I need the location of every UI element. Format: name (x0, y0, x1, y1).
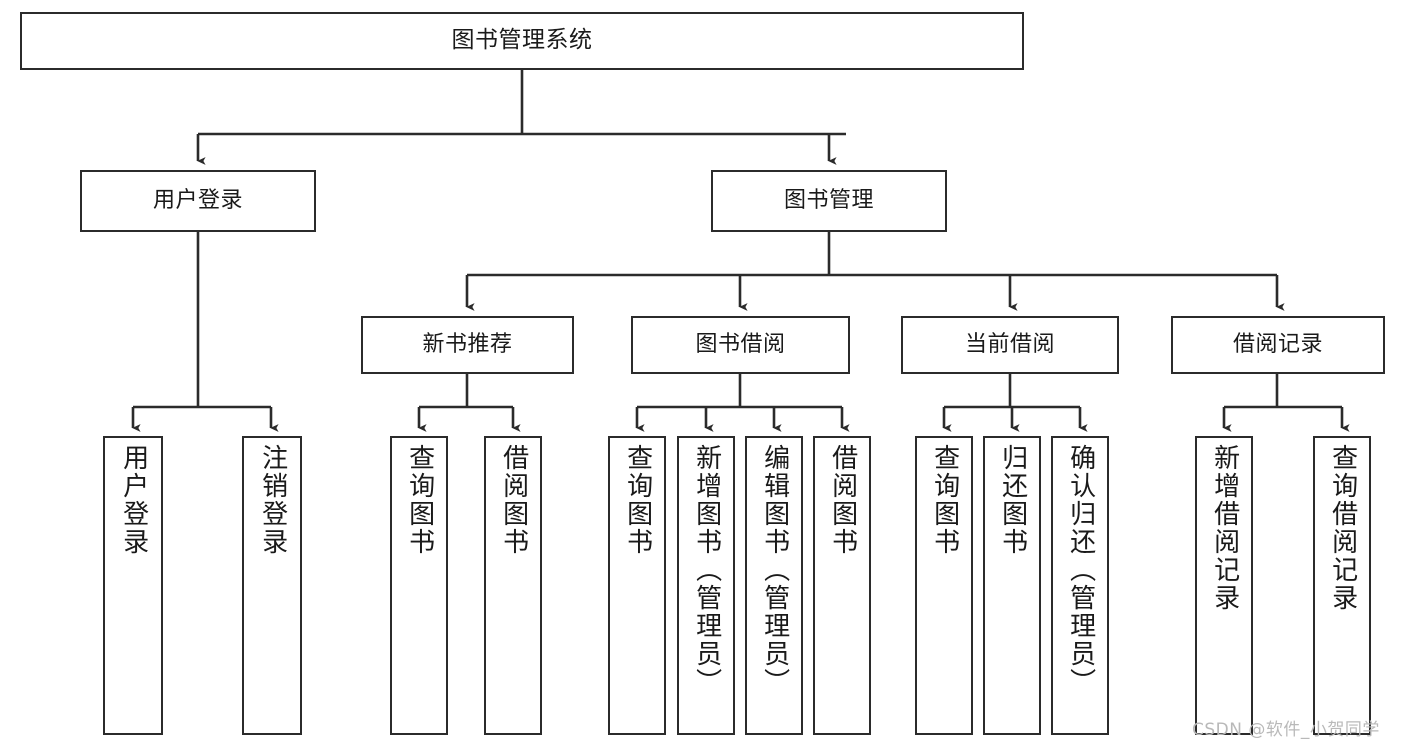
node-new-book-rec[interactable]: 新书推荐 (361, 316, 574, 374)
node-user-login-label: 用户登录 (152, 188, 243, 214)
node-book-manage[interactable]: 图书管理 (711, 170, 947, 232)
node-root-label: 图书管理系统 (451, 27, 593, 54)
node-leaf-user-logout-label: 注销登录 (257, 444, 288, 556)
node-leaf-add-book[interactable]: 新增图书（管理员） (677, 436, 735, 735)
node-borrow-record[interactable]: 借阅记录 (1171, 316, 1385, 374)
node-borrow-record-label: 借阅记录 (1232, 332, 1323, 358)
node-leaf-edit-book-label: 编辑图书（管理员） (759, 444, 790, 696)
node-leaf-query-book-1-label: 查询图书 (404, 444, 435, 556)
node-leaf-confirm-return[interactable]: 确认归还（管理员） (1051, 436, 1109, 735)
node-leaf-query-record[interactable]: 查询借阅记录 (1313, 436, 1371, 735)
node-leaf-add-record[interactable]: 新增借阅记录 (1195, 436, 1253, 735)
node-leaf-borrow-book-2[interactable]: 借阅图书 (813, 436, 871, 735)
node-leaf-borrow-book-1-label: 借阅图书 (498, 444, 529, 556)
node-leaf-user-logout[interactable]: 注销登录 (242, 436, 302, 735)
node-user-login[interactable]: 用户登录 (80, 170, 316, 232)
node-leaf-query-book-3[interactable]: 查询图书 (915, 436, 973, 735)
node-leaf-return-book[interactable]: 归还图书 (983, 436, 1041, 735)
node-book-borrow[interactable]: 图书借阅 (631, 316, 850, 374)
node-leaf-borrow-book-1[interactable]: 借阅图书 (484, 436, 542, 735)
node-leaf-query-book-1[interactable]: 查询图书 (390, 436, 448, 735)
node-leaf-query-book-2-label: 查询图书 (622, 444, 653, 556)
node-new-book-rec-label: 新书推荐 (422, 332, 513, 358)
node-leaf-return-book-label: 归还图书 (997, 444, 1028, 556)
node-current-borrow-label: 当前借阅 (964, 332, 1055, 358)
node-leaf-add-book-label: 新增图书（管理员） (691, 444, 722, 696)
node-leaf-confirm-return-label: 确认归还（管理员） (1065, 444, 1096, 696)
node-root[interactable]: 图书管理系统 (20, 12, 1024, 70)
node-book-manage-label: 图书管理 (783, 188, 874, 214)
watermark-text: CSDN @软件_小贺同学 (1192, 720, 1380, 740)
node-leaf-add-record-label: 新增借阅记录 (1209, 444, 1240, 612)
node-book-borrow-label: 图书借阅 (695, 332, 786, 358)
node-leaf-edit-book[interactable]: 编辑图书（管理员） (745, 436, 803, 735)
node-leaf-query-record-label: 查询借阅记录 (1327, 444, 1358, 612)
node-current-borrow[interactable]: 当前借阅 (901, 316, 1119, 374)
node-leaf-query-book-3-label: 查询图书 (929, 444, 960, 556)
node-leaf-user-login-label: 用户登录 (118, 444, 149, 556)
node-leaf-borrow-book-2-label: 借阅图书 (827, 444, 858, 556)
node-leaf-query-book-2[interactable]: 查询图书 (608, 436, 666, 735)
node-leaf-user-login[interactable]: 用户登录 (103, 436, 163, 735)
